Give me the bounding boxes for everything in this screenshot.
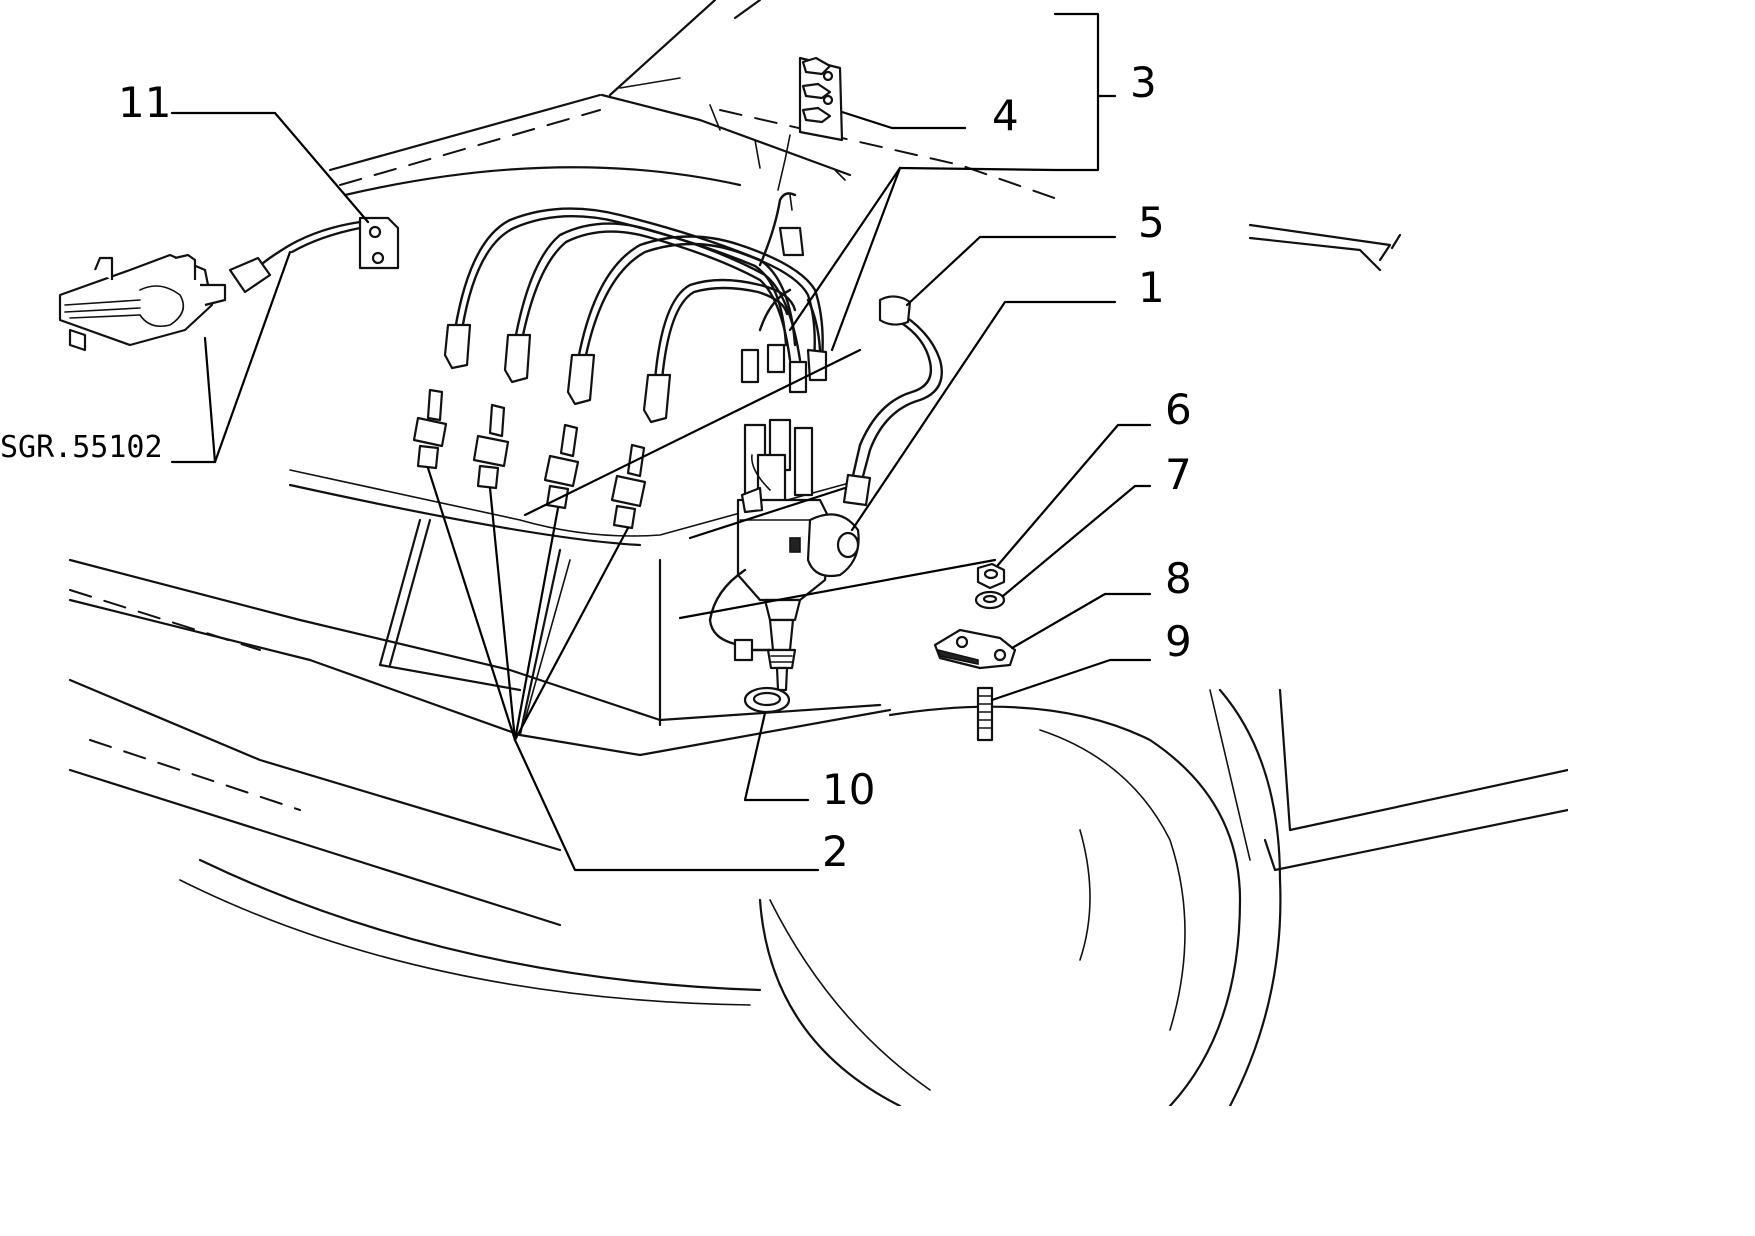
callout-1: 1 bbox=[1138, 263, 1165, 312]
part-7-washer bbox=[974, 590, 1006, 610]
callout-7: 7 bbox=[1165, 450, 1192, 499]
leader-lines bbox=[170, 12, 1152, 872]
callout-labels: 11 3 4 5 1 6 7 8 9 10 2 SGR.55102 bbox=[0, 58, 1192, 876]
part-9-stud bbox=[976, 686, 994, 742]
part-11-sensor-assembly bbox=[58, 216, 400, 352]
part-1-distributor bbox=[708, 418, 860, 692]
ignition-exploded-diagram: 11 3 4 5 1 6 7 8 9 10 2 SGR.55102 bbox=[0, 0, 1568, 1106]
spark-plug-3 bbox=[543, 423, 580, 510]
part-2-spark-plugs bbox=[412, 388, 647, 530]
part-10-seal-ring bbox=[743, 686, 791, 714]
part-6-nut bbox=[976, 562, 1006, 590]
callout-6: 6 bbox=[1165, 385, 1192, 434]
callout-5: 5 bbox=[1138, 198, 1165, 247]
callout-10: 10 bbox=[822, 765, 875, 814]
part-3-ignition-cables bbox=[443, 134, 828, 424]
part-8-clamp-plate bbox=[933, 628, 1017, 670]
callout-8: 8 bbox=[1165, 554, 1192, 603]
part-4-wire-holder bbox=[798, 56, 844, 142]
reference-code: SGR.55102 bbox=[0, 430, 163, 465]
callout-3: 3 bbox=[1130, 58, 1157, 107]
callout-4: 4 bbox=[992, 91, 1019, 140]
callout-9: 9 bbox=[1165, 617, 1192, 666]
spark-plug-1 bbox=[412, 388, 448, 470]
spark-plug-2 bbox=[472, 403, 510, 490]
part-5-vacuum-hose bbox=[842, 295, 943, 507]
callout-2: 2 bbox=[822, 827, 849, 876]
car-body-outline bbox=[68, 0, 1568, 1106]
callout-11: 11 bbox=[118, 78, 171, 127]
